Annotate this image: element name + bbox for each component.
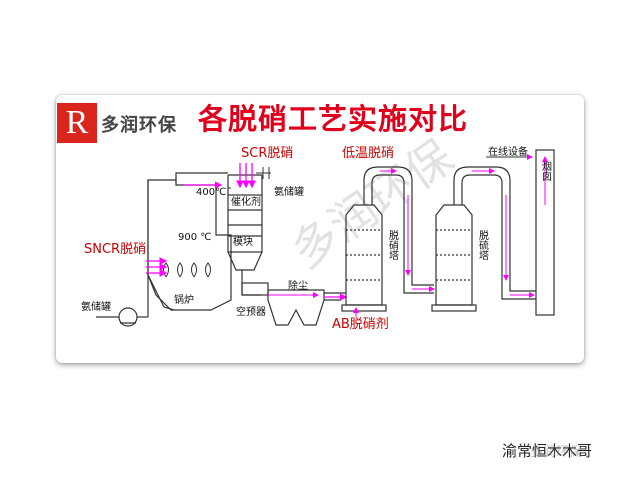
footer-text: 渝常恒木木哥	[502, 442, 593, 460]
temp-900-label: 900 ℃	[178, 232, 212, 243]
logo-mark: R	[57, 103, 97, 143]
boiler-label: 锅炉	[174, 294, 194, 306]
ammonia-tank-pump	[96, 273, 149, 327]
scr-injection-arrows	[236, 163, 256, 189]
sncr-injection-arrows	[146, 257, 168, 277]
preheater-label: 空预器	[236, 305, 266, 318]
desulf-tower-label: 脱硫塔	[477, 229, 489, 261]
page-title: 各脱硝工艺实施对比	[198, 102, 469, 136]
scr-label: SCR脱硝	[241, 146, 293, 161]
logo-name: 多润环保	[101, 115, 177, 136]
footer-ghost-text: 多润环保	[530, 445, 583, 460]
diagram-card	[56, 95, 584, 363]
online-device-label: 在线设备	[488, 145, 528, 158]
denox-tower	[341, 204, 387, 312]
scr-reactor	[227, 174, 263, 296]
ammonia-tank-top-label: 氨储罐	[274, 185, 304, 198]
company-logo: R 多润环保	[57, 103, 183, 143]
air-preheater	[241, 282, 269, 296]
temp-400-label: 400℃	[196, 187, 226, 198]
chimney	[535, 149, 555, 316]
flame-icons	[163, 262, 211, 278]
process-diagram: 多润环保	[81, 129, 555, 332]
footer-watermark: 渝常恒木木哥多润环保	[502, 440, 592, 461]
ab-agent-label: AB脱硝剂	[332, 317, 389, 332]
low-temp-label: 低温脱硝	[342, 146, 394, 161]
module-label: 模块	[233, 236, 253, 248]
denox-tower-label: 脱硝塔	[387, 229, 399, 261]
dust-collector	[267, 289, 341, 326]
boiler	[147, 179, 232, 311]
dust-label: 除尘	[288, 279, 308, 292]
desulf-tower	[431, 204, 477, 312]
catalyst-label: 催化剂	[231, 195, 261, 208]
sncr-label: SNCR脱硝	[84, 242, 146, 257]
chimney-label: 烟囱	[540, 160, 552, 181]
ammonia-tank-left-label: 氨储罐	[81, 300, 111, 313]
